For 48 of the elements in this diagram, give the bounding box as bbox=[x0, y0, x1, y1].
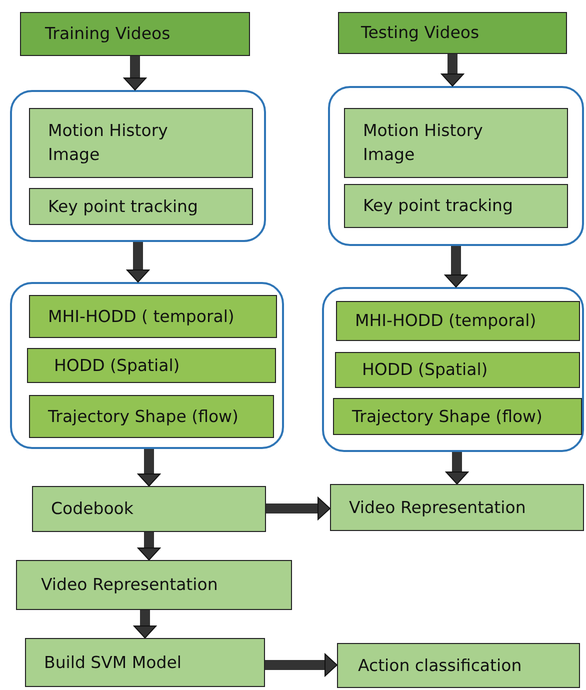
process-box bbox=[335, 352, 580, 388]
process-box bbox=[32, 486, 266, 532]
box-label: Training Videos bbox=[45, 23, 170, 46]
box-label: Key point tracking bbox=[363, 195, 513, 218]
block-arrow bbox=[126, 242, 150, 282]
box-label: HODD (Spatial) bbox=[362, 359, 488, 382]
block-arrow bbox=[138, 449, 160, 486]
box-label: Motion History Image bbox=[48, 120, 169, 166]
block-arrow bbox=[446, 452, 468, 484]
process-box bbox=[344, 184, 568, 228]
box-label: Video Representation bbox=[349, 496, 526, 519]
block-arrow bbox=[444, 246, 468, 288]
block-arrow bbox=[138, 532, 160, 560]
block-arrow bbox=[265, 654, 338, 676]
process-box bbox=[20, 12, 250, 56]
box-label: Motion History Image bbox=[363, 120, 484, 166]
process-box bbox=[337, 643, 580, 688]
box-label: Codebook bbox=[51, 498, 134, 520]
box-label: Video Representation bbox=[41, 574, 218, 596]
block-arrow bbox=[441, 54, 464, 86]
box-label: Trajectory Shape (flow) bbox=[48, 406, 238, 428]
group-frame bbox=[10, 282, 284, 449]
process-box bbox=[27, 348, 276, 383]
process-box bbox=[29, 395, 274, 438]
process-box bbox=[25, 638, 265, 687]
box-label: Key point tracking bbox=[48, 196, 198, 218]
box-label: Testing Videos bbox=[361, 22, 480, 44]
block-arrow bbox=[134, 610, 156, 638]
process-box bbox=[344, 108, 568, 178]
box-label: HODD (Spatial) bbox=[54, 354, 180, 377]
box-label: MHI-HODD ( temporal) bbox=[48, 306, 234, 328]
block-arrow bbox=[124, 56, 146, 90]
process-box bbox=[29, 188, 253, 225]
box-label: Build SVM Model bbox=[44, 652, 182, 674]
process-box bbox=[336, 301, 580, 341]
process-box bbox=[330, 484, 584, 531]
process-box bbox=[16, 560, 292, 610]
process-box bbox=[29, 295, 277, 338]
box-label: MHI-HODD (temporal) bbox=[355, 310, 536, 332]
process-box bbox=[333, 398, 582, 435]
group-frame bbox=[10, 90, 266, 242]
process-box bbox=[29, 108, 253, 178]
group-frame bbox=[322, 287, 584, 452]
box-label: Trajectory Shape (flow) bbox=[352, 406, 542, 428]
group-frame bbox=[328, 86, 584, 246]
box-label: Action classification bbox=[358, 654, 522, 677]
block-arrow bbox=[266, 497, 330, 520]
process-box bbox=[338, 12, 567, 54]
